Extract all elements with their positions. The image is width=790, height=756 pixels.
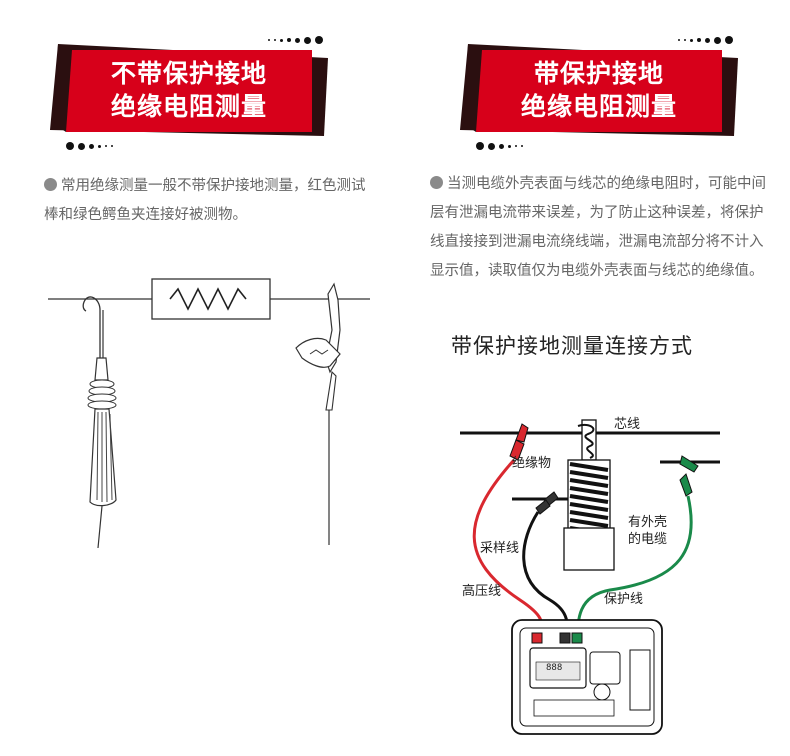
right-bottom-dots bbox=[476, 142, 527, 150]
label-sheathed-cable-line2: 的电缆 bbox=[628, 532, 668, 547]
meter-display-value: 888 bbox=[546, 663, 563, 673]
right-top-dots bbox=[678, 36, 737, 44]
right-banner-shape bbox=[460, 44, 738, 136]
red-test-probe-icon bbox=[82, 296, 117, 549]
red-clip-icon bbox=[509, 423, 529, 461]
black-clip-icon bbox=[535, 491, 559, 515]
right-title-line2: 绝缘电阻测量 bbox=[520, 92, 677, 121]
right-description: 当测电缆外壳表面与线芯的绝缘电阻时，可能中间层有泄漏电流带来误差，为了防止这种误… bbox=[430, 170, 770, 286]
left-title-line1: 不带保护接地 bbox=[110, 59, 267, 88]
left-title-line2: 绝缘电阻测量 bbox=[110, 92, 267, 121]
right-title-line1: 带保护接地 bbox=[533, 59, 664, 88]
left-bottom-dots bbox=[66, 142, 117, 150]
label-sample-wire: 采样线 bbox=[480, 541, 520, 556]
right-title-banner: 带保护接地 绝缘电阻测量 bbox=[460, 44, 738, 136]
left-description: 常用绝缘测量一般不带保护接地测量，红色测试棒和绿色鳄鱼夹连接好被测物。 bbox=[44, 172, 374, 230]
green-clip-icon bbox=[679, 455, 699, 497]
resistor-icon bbox=[151, 278, 271, 320]
green-alligator-clip-icon bbox=[295, 282, 341, 545]
cable-icon bbox=[563, 419, 615, 571]
left-title-banner: 不带保护接地 绝缘电阻测量 bbox=[50, 44, 328, 136]
label-guard-wire: 保护线 bbox=[604, 592, 644, 607]
diagram-title: 带保护接地测量连接方式 bbox=[451, 334, 693, 358]
label-sheathed-cable-line1: 有外壳 bbox=[628, 515, 668, 530]
bullet-dot bbox=[44, 178, 57, 191]
bullet-dot bbox=[430, 176, 443, 189]
guarded-connection-diagram bbox=[460, 419, 720, 735]
label-high-voltage-wire: 高压线 bbox=[462, 584, 502, 599]
label-core: 芯线 bbox=[614, 417, 641, 432]
insulation-tester-icon bbox=[511, 619, 663, 735]
label-insulator: 绝缘物 bbox=[512, 456, 552, 471]
left-description-text: 常用绝缘测量一般不带保护接地测量，红色测试棒和绿色鳄鱼夹连接好被测物。 bbox=[44, 178, 366, 223]
right-description-text: 当测电缆外壳表面与线芯的绝缘电阻时，可能中间层有泄漏电流带来误差，为了防止这种误… bbox=[430, 176, 766, 279]
left-banner-shape bbox=[50, 44, 328, 136]
left-top-dots bbox=[268, 36, 327, 44]
left-test-illustration bbox=[48, 278, 370, 549]
